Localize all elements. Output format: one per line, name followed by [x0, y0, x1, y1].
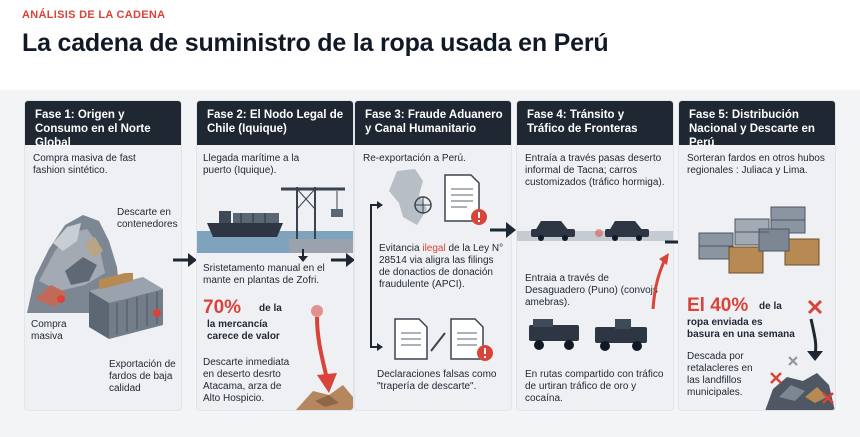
bale-stack-icon — [698, 206, 820, 274]
phase-5-panel: Fase 5: Distribución Nacional y Descarte… — [678, 100, 836, 411]
car-icon — [531, 221, 575, 241]
landfill-icon — [765, 299, 835, 410]
phase-4-panel: Fase 4: Tránsito y Tráfico de Fronteras … — [516, 100, 674, 411]
arrow-right-icon — [173, 253, 197, 267]
phase-2-stat-value: 70% — [203, 297, 242, 318]
phase-5-stat-line-2: ropa enviada es — [687, 317, 763, 328]
car-icon — [605, 221, 649, 241]
phase-1-text-4: Exportación de fardos de baja calidad — [109, 359, 176, 394]
phase-2-title: Fase 2: El Nodo Legal de Chile (Iquique) — [197, 101, 353, 145]
phase-4-text-1: Entraía a través pasas deserto informal … — [525, 153, 665, 188]
phase-2-stat-line-3: carece de valor — [207, 331, 280, 342]
arrow-down-icon — [298, 249, 308, 262]
phase-2-stat-suffix: de la — [259, 303, 282, 314]
phase-2-text-1: Llegada marítime a la puerto (Iquique). — [203, 153, 300, 176]
phase-1-text-2: Descarte en contenedores — [117, 207, 178, 230]
phase-3-text-2: Evitancia ilegal de la Ley N° 28514 via … — [379, 243, 504, 290]
cargo-ship-icon — [207, 223, 283, 237]
phase-1-text-1: Compra masiva de fast fashion sintético. — [33, 153, 136, 176]
split-bracket-icon — [370, 201, 383, 351]
phase-5-stat-line-3: basura en una semana — [687, 329, 795, 340]
route-arrow-icon — [651, 253, 669, 310]
phase-2-panel: Fase 2: El Nodo Legal de Chile (Iquique)… — [196, 100, 354, 411]
phase-5-stat-value: El 40% — [687, 295, 749, 316]
phase-3-panel: Fase 3: Fraude Aduanero y Canal Humanita… — [354, 100, 512, 411]
arrow-right-icon — [331, 253, 355, 267]
phase-5-text-2: Descada por retalacleres en las landfill… — [687, 351, 753, 398]
phase-1-title: Fase 1: Origen y Consumo en el Norte Glo… — [25, 101, 181, 149]
phase-2-text-3: Descarte inmediata en deserto desrto Ata… — [203, 357, 290, 404]
port-crane-icon — [281, 187, 345, 239]
phase-3-title: Fase 3: Fraude Aduanero y Canal Humanita… — [355, 101, 511, 145]
cars-convoy — [517, 221, 673, 241]
document-icon — [394, 318, 428, 360]
kicker: ANÁLISIS DE LA CADENA — [22, 9, 166, 21]
phase-3-text-3: Declaraciones falsas como "trapería de d… — [377, 369, 497, 392]
peru-docs-illustration — [389, 169, 487, 225]
truck-icon — [595, 319, 647, 351]
phase-5-stat-suffix: de la — [759, 301, 782, 312]
false-declaration-docs — [394, 318, 493, 361]
phase-3-text-1: Re-exportación a Perú. — [363, 153, 466, 164]
page-title: La cadena de suministro de la ropa usada… — [22, 29, 609, 57]
phase-5-title: Fase 5: Distribución Nacional y Descarte… — [679, 101, 835, 149]
document-icon — [450, 318, 484, 360]
descarte-arrow-icon — [295, 305, 353, 410]
truck-icon — [529, 319, 579, 350]
phase-4-text-3: En rutas compartido con tráfico de urtir… — [525, 369, 664, 404]
phase-2-text-2: Sristetamento manual en el mante en plan… — [203, 263, 325, 286]
trucks-convoy — [529, 319, 647, 351]
phase-4-title: Fase 4: Tránsito y Tráfico de Fronteras — [517, 101, 673, 145]
port-scene — [197, 187, 353, 253]
arrow-right-icon — [490, 222, 516, 238]
pen-icon — [430, 332, 446, 352]
document-icon — [444, 174, 480, 222]
phase-5-text-1: Sorteran fardos en otros hubos regionale… — [687, 153, 825, 176]
clothing-pile-icon — [27, 215, 121, 313]
phase-2-stat-line-2: la mercancía — [207, 319, 268, 330]
phase-1-panel: Fase 1: Origen y Consumo en el Norte Glo… — [24, 100, 182, 411]
phase-4-text-2: Entraia a través de Desaguadero (Puno) (… — [525, 273, 658, 308]
phase-1-text-3: Compra masiva — [31, 319, 67, 342]
shipping-container-icon — [89, 273, 163, 339]
